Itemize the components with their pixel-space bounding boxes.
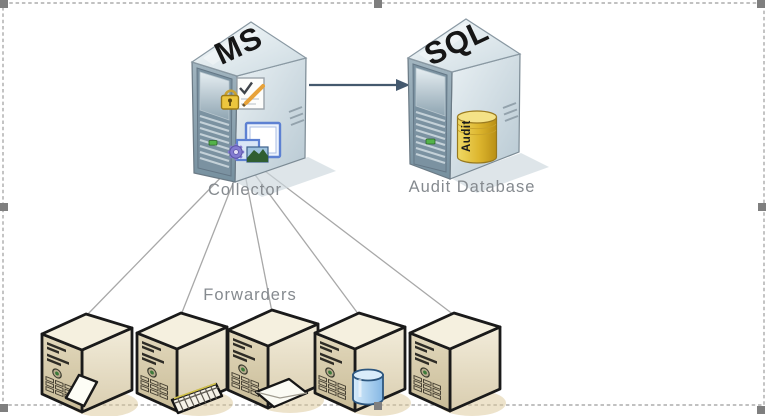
photo-hills xyxy=(247,149,268,162)
cylinder-label: Audit xyxy=(461,120,473,152)
server-top-face xyxy=(190,21,308,77)
top-shine xyxy=(203,27,259,65)
server-top-face xyxy=(406,18,522,73)
lock-shackle xyxy=(224,89,238,97)
server-shadow xyxy=(236,157,336,197)
selection-handle-bottom-left[interactable] xyxy=(0,404,8,412)
connection-line xyxy=(180,167,240,316)
arrow-head xyxy=(396,79,410,91)
side-vents xyxy=(502,102,519,122)
cylinder-top xyxy=(456,110,498,124)
server-shadow xyxy=(451,153,549,193)
keyboard-keys xyxy=(174,385,220,412)
connection-line xyxy=(85,165,233,317)
collector-server: MS xyxy=(190,19,336,197)
cylinder-ridge xyxy=(457,123,497,130)
audit-database-server: SQL Audit xyxy=(406,13,549,193)
collector-to-audit-arrow xyxy=(309,79,410,91)
forwarder-server-1 xyxy=(40,312,140,416)
forwarders-label: Forwarders xyxy=(203,286,296,304)
keyhole xyxy=(228,98,232,103)
side-vents xyxy=(288,106,305,126)
selection-handle-bottom-middle[interactable] xyxy=(374,402,382,410)
padlock-icon xyxy=(220,89,240,110)
power-led-icon xyxy=(425,138,436,145)
picture-gear-icon xyxy=(227,121,282,163)
gold-database-cylinder-icon: Audit xyxy=(456,110,498,164)
selection-handle-top-right[interactable] xyxy=(757,0,765,8)
top-shine xyxy=(419,23,475,61)
selection-handle-middle-left[interactable] xyxy=(0,203,8,211)
server-tower-body xyxy=(40,312,140,416)
drive-slots xyxy=(199,114,230,169)
check-mark xyxy=(239,81,253,95)
front-glass-panel xyxy=(415,67,446,117)
keyboard-icon xyxy=(170,382,224,415)
envelope-flap xyxy=(255,391,308,399)
selection-handle-bottom-right[interactable] xyxy=(757,406,765,414)
connection-line xyxy=(243,168,273,313)
connection-line xyxy=(256,164,455,316)
envelope-icon xyxy=(254,377,309,409)
cylinder-top xyxy=(352,368,384,382)
blue-database-cylinder-icon xyxy=(352,368,384,406)
selection-handle-middle-right[interactable] xyxy=(758,203,766,211)
selection-handle-top-left[interactable] xyxy=(0,0,8,8)
power-led-icon xyxy=(208,140,218,146)
server-tower-body xyxy=(408,311,508,416)
collector-label: Collector xyxy=(208,181,282,199)
cylinder-ridge xyxy=(457,129,497,136)
audit-database-label: Audit Database xyxy=(409,178,536,196)
cylinder-body xyxy=(456,116,498,164)
selection-handle-top-middle[interactable] xyxy=(374,0,382,8)
pencil xyxy=(244,84,265,105)
paper-sheet-icon xyxy=(64,373,99,408)
gear-icon xyxy=(227,143,245,161)
keyhole-slit xyxy=(229,101,231,106)
forwarder-server-5 xyxy=(408,311,508,416)
forwarders-group xyxy=(40,308,508,416)
keyboard-edge-highlight xyxy=(173,382,217,400)
checklist-pencil-icon xyxy=(236,77,265,110)
